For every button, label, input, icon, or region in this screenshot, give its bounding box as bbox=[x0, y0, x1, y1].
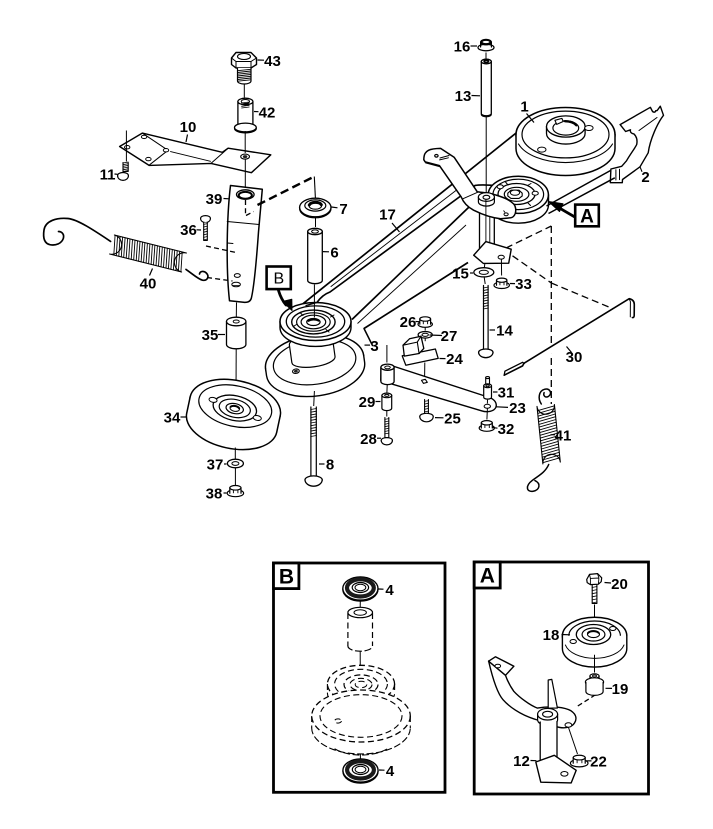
svg-text:29: 29 bbox=[359, 394, 376, 411]
svg-text:25: 25 bbox=[444, 410, 461, 427]
svg-text:B: B bbox=[273, 271, 284, 288]
svg-text:2: 2 bbox=[641, 169, 649, 186]
svg-text:4: 4 bbox=[386, 763, 395, 780]
svg-text:11: 11 bbox=[100, 166, 116, 183]
svg-text:26: 26 bbox=[400, 314, 417, 331]
svg-text:8: 8 bbox=[326, 456, 334, 473]
svg-text:12: 12 bbox=[513, 753, 530, 770]
svg-text:38: 38 bbox=[206, 485, 223, 502]
svg-text:36: 36 bbox=[180, 222, 197, 239]
svg-text:37: 37 bbox=[207, 456, 224, 473]
svg-text:1: 1 bbox=[520, 98, 528, 115]
svg-text:6: 6 bbox=[330, 244, 338, 261]
svg-text:39: 39 bbox=[206, 191, 223, 208]
svg-text:40: 40 bbox=[140, 275, 157, 292]
svg-text:34: 34 bbox=[164, 409, 181, 426]
svg-text:17: 17 bbox=[379, 206, 396, 223]
svg-text:3: 3 bbox=[370, 338, 378, 355]
svg-text:A: A bbox=[480, 565, 495, 588]
svg-text:33: 33 bbox=[515, 276, 532, 293]
svg-text:42: 42 bbox=[259, 104, 276, 121]
svg-text:15: 15 bbox=[452, 265, 469, 282]
svg-text:14: 14 bbox=[496, 322, 513, 339]
svg-text:23: 23 bbox=[509, 400, 526, 417]
svg-text:18: 18 bbox=[543, 627, 560, 644]
svg-text:10: 10 bbox=[180, 119, 197, 136]
svg-text:30: 30 bbox=[566, 349, 583, 366]
svg-text:31: 31 bbox=[498, 384, 515, 401]
svg-text:A: A bbox=[580, 206, 594, 227]
svg-text:41: 41 bbox=[555, 427, 572, 444]
svg-text:35: 35 bbox=[202, 327, 219, 344]
svg-text:7: 7 bbox=[339, 201, 347, 218]
svg-text:4: 4 bbox=[385, 582, 394, 599]
svg-text:43: 43 bbox=[264, 53, 281, 70]
svg-text:22: 22 bbox=[590, 753, 607, 770]
svg-text:28: 28 bbox=[360, 431, 377, 448]
svg-text:27: 27 bbox=[441, 328, 458, 345]
svg-text:32: 32 bbox=[498, 421, 515, 438]
svg-text:20: 20 bbox=[611, 576, 628, 593]
svg-text:B: B bbox=[279, 565, 294, 588]
svg-text:24: 24 bbox=[446, 351, 463, 368]
svg-text:16: 16 bbox=[454, 38, 471, 55]
svg-text:19: 19 bbox=[612, 681, 629, 698]
svg-text:13: 13 bbox=[455, 88, 472, 105]
